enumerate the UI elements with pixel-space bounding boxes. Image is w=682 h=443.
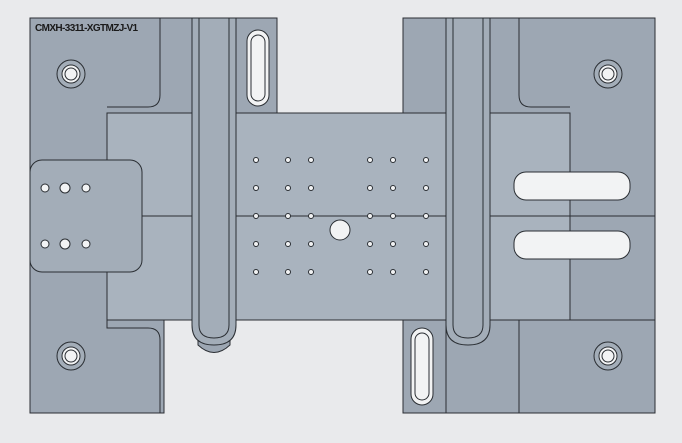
small-hole (253, 269, 259, 275)
tab-hole (59, 238, 71, 250)
small-hole (390, 157, 396, 163)
small-hole (308, 241, 314, 247)
small-hole (390, 269, 396, 275)
bolt-hole-inner (64, 349, 78, 363)
small-hole (285, 157, 291, 163)
corner-holes (56, 59, 623, 371)
small-hole (253, 157, 259, 163)
grid-holes (40, 157, 429, 275)
right-slot-lower (513, 230, 631, 260)
small-hole (390, 241, 396, 247)
tab-hole (40, 239, 50, 249)
tab-hole (81, 239, 91, 249)
left-bar-inner (198, 18, 230, 339)
small-hole (308, 213, 314, 219)
small-hole (367, 269, 373, 275)
right-slot-upper (513, 171, 631, 201)
small-hole (390, 185, 396, 191)
small-hole (367, 241, 373, 247)
left-bottom-contour (106, 320, 161, 413)
top-slot-inner (250, 34, 266, 102)
small-hole (308, 157, 314, 163)
right-top-contour (518, 18, 570, 108)
small-hole (308, 185, 314, 191)
small-hole (367, 157, 373, 163)
small-hole (390, 213, 396, 219)
small-hole (253, 213, 259, 219)
right-bar-inner (452, 18, 484, 339)
part-label: CMXH-3311-XGTMZJ-V1 (35, 23, 138, 34)
small-hole (308, 269, 314, 275)
left-vertical-bar (191, 17, 237, 346)
tab-hole (81, 183, 91, 193)
small-hole (253, 241, 259, 247)
center-hole (329, 219, 351, 241)
right-bottom-block (518, 319, 656, 414)
small-hole (285, 213, 291, 219)
small-hole (367, 185, 373, 191)
small-hole (423, 213, 429, 219)
right-vertical-bar (445, 17, 491, 346)
bolt-hole-inner (601, 67, 615, 81)
small-hole (285, 241, 291, 247)
small-hole (285, 185, 291, 191)
small-hole (423, 269, 429, 275)
small-hole (285, 269, 291, 275)
bolt-hole-inner (64, 67, 78, 81)
left-top-contour (107, 18, 161, 108)
small-hole (423, 157, 429, 163)
tab-hole (40, 183, 50, 193)
bottom-slot-inner (414, 332, 430, 401)
tab-hole (59, 182, 71, 194)
small-hole (367, 213, 373, 219)
bolt-hole-inner (601, 349, 615, 363)
small-hole (423, 185, 429, 191)
small-hole (423, 241, 429, 247)
left-tab (29, 159, 143, 273)
small-hole (253, 185, 259, 191)
